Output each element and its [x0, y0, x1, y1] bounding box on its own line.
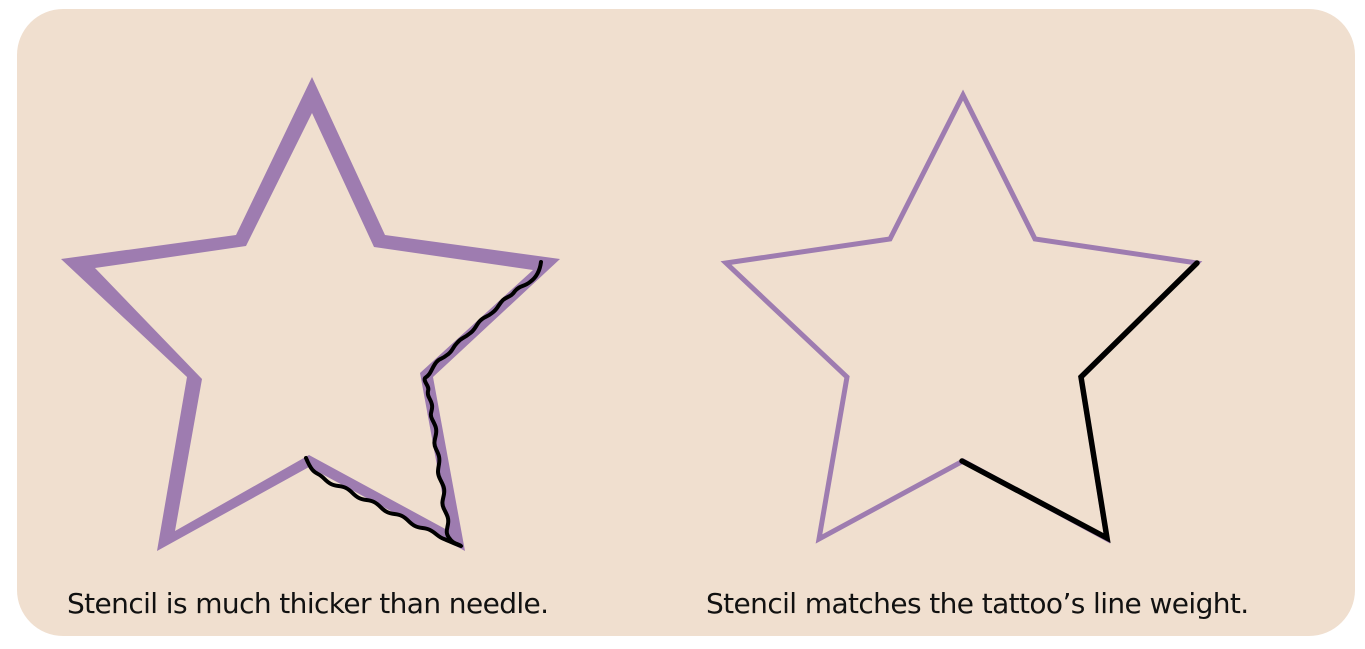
left-star-wavy-needle-line	[304, 260, 543, 548]
left-star-thick-stencil	[61, 77, 560, 551]
right-star-straight-needle-line	[959, 260, 1200, 544]
right-caption: Stencil matches the tattoo’s line weight…	[706, 587, 1249, 620]
right-star-thin-stencil	[720, 89, 1203, 544]
left-caption: Stencil is much thicker than needle.	[67, 587, 549, 620]
diagram-background-panel	[17, 9, 1355, 636]
